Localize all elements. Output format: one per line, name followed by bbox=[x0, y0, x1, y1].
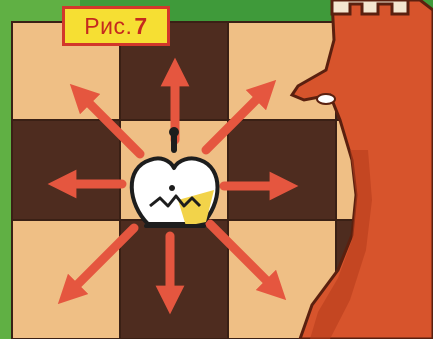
figure-label: Рис.7 bbox=[62, 6, 170, 46]
figure-label-number: 7 bbox=[134, 13, 147, 40]
figure-label-prefix: Рис. bbox=[84, 13, 132, 40]
